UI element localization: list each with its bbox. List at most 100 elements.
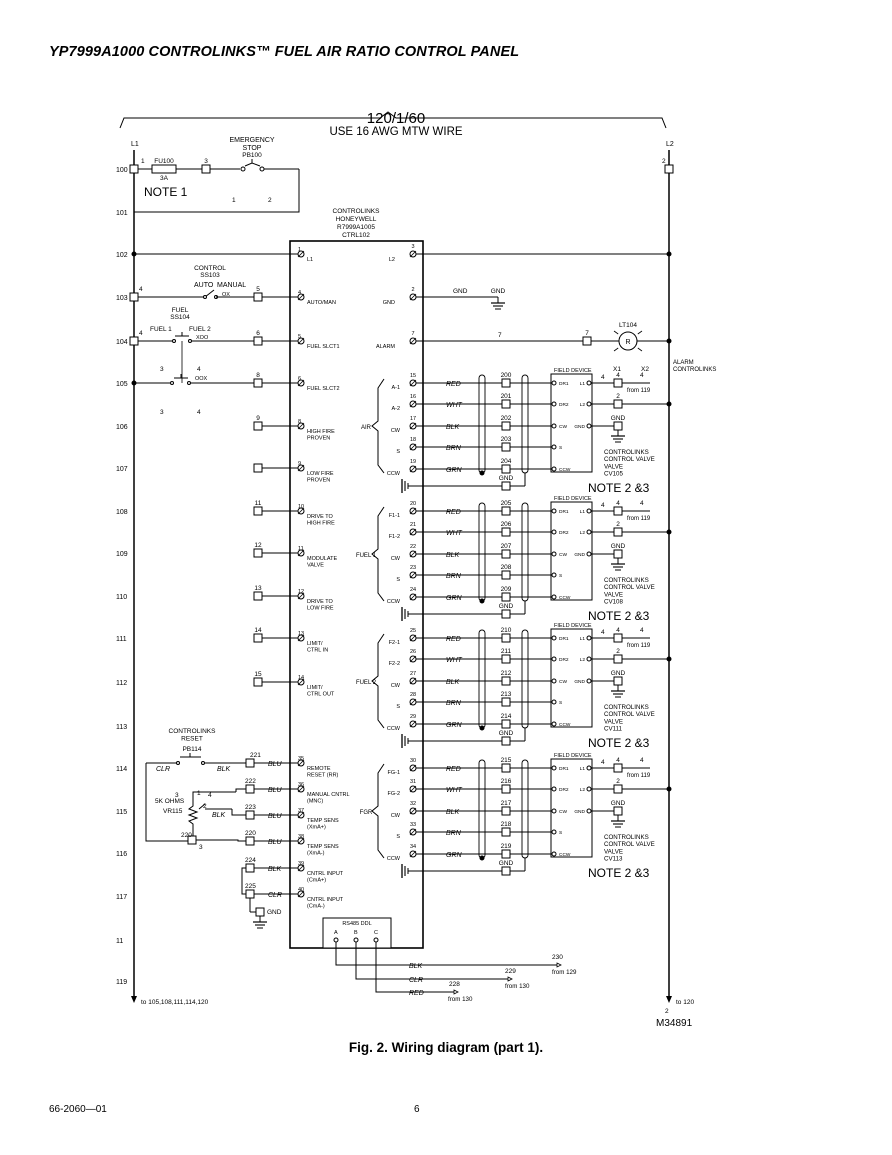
- valve-description: CONTROLINKS: [604, 577, 649, 584]
- term-221: 221: [250, 752, 261, 759]
- controller-term-num: 19: [410, 459, 416, 465]
- pb-contact: [176, 761, 180, 765]
- valve-terminal: [613, 378, 623, 388]
- controller-term-label: F2-2: [389, 661, 400, 667]
- figure-caption: Fig. 2. Wiring diagram (part 1).: [348, 1040, 544, 1055]
- field-pin: [551, 594, 557, 600]
- supply-voltage: 120/1/60: [367, 110, 425, 127]
- misc-terminal: [253, 633, 263, 643]
- terminal-slash: [297, 250, 305, 258]
- wire-num-7: 7: [498, 332, 502, 339]
- note-label: NOTE 2 &3: [588, 866, 650, 880]
- controller-brand: HONEYWELL: [336, 216, 377, 223]
- wire-terminal: [501, 849, 511, 859]
- controller-term-num: 34: [410, 844, 416, 850]
- lamp-ray: [613, 347, 619, 352]
- cable-shield: [478, 502, 486, 602]
- controller-term-num: 22: [410, 544, 416, 550]
- reset-name: RESET: [181, 736, 203, 743]
- group-brace: [371, 378, 385, 474]
- valve-gnd-terminal: [613, 549, 623, 559]
- valve-description: CONTROL VALVE: [604, 456, 655, 463]
- terminal-slash: [297, 890, 305, 898]
- term-3: 3: [160, 366, 164, 373]
- controller-term-num: 16: [410, 394, 416, 400]
- wire-color: GRN: [446, 467, 463, 474]
- rs485-b: B: [354, 930, 358, 936]
- junction-l2: [666, 529, 672, 535]
- wire-terminal: [501, 654, 511, 664]
- wire-terminal: [501, 570, 511, 580]
- controller-term-label: GND: [383, 300, 395, 306]
- wire-num: 207: [501, 543, 512, 550]
- junction-l2: [666, 401, 672, 407]
- term-3b: 3: [160, 409, 164, 416]
- controller-term-label: CCW: [387, 856, 401, 862]
- controller-term-num: 30: [410, 758, 416, 764]
- cable-shield: [521, 629, 529, 729]
- term-4: 4: [601, 502, 605, 509]
- controller-term-label: F2-1: [389, 640, 400, 646]
- wire-terminal: [501, 784, 511, 794]
- page-number: 6: [414, 1104, 420, 1115]
- pb-contact: [201, 761, 205, 765]
- estop-label: EMERGENCY: [229, 137, 274, 144]
- wire: [196, 839, 246, 842]
- wire-color: RED: [446, 636, 461, 643]
- field-pin-label: L2: [580, 787, 586, 793]
- cable-shield: [521, 374, 529, 474]
- valve-description: VALVE: [604, 463, 623, 470]
- valve-terminal: [613, 763, 623, 773]
- wire-num: 213: [501, 691, 512, 698]
- controller-term-num: 26: [410, 649, 416, 655]
- wire-terminal: [501, 676, 511, 686]
- field-device-label: FIELD DEVICE: [554, 496, 592, 502]
- controller-term-num: 28: [410, 692, 416, 698]
- wire-num: 217: [501, 800, 512, 807]
- supply-wire-spec: USE 16 AWG MTW WIRE: [329, 126, 462, 138]
- wire-terminal: [501, 592, 511, 602]
- controller-term-label: FG-1: [387, 770, 400, 776]
- junction-l2-102: [666, 251, 672, 257]
- controller-term-label: L1: [307, 257, 313, 263]
- wire-num: 205: [501, 500, 512, 507]
- drawing-number: M34891: [656, 1018, 693, 1029]
- controller-term-label: (XmA-): [307, 851, 325, 857]
- x1-label: X1: [613, 366, 621, 373]
- terminal-221: [245, 758, 255, 768]
- rung-number-119: 119: [116, 979, 127, 986]
- wire-terminal: [501, 464, 511, 474]
- wire-color: GRN: [446, 722, 463, 729]
- controller-term-num: 27: [410, 671, 416, 677]
- term-4: 4: [601, 374, 605, 381]
- rung-number-107: 107: [116, 466, 128, 473]
- gnd-label: GND: [611, 670, 626, 677]
- term-4: 4: [640, 627, 644, 634]
- gnd-terminal: [501, 609, 511, 619]
- field-pin: [551, 529, 557, 535]
- rs485-box: [322, 917, 392, 949]
- field-pin-label: DR1: [559, 766, 569, 772]
- controller-term-label: FG-2: [387, 791, 400, 797]
- controller-term-label: FUEL SLCT2: [307, 386, 340, 392]
- field-pin: [551, 401, 557, 407]
- from-label: from 129: [552, 969, 577, 976]
- wire-terminal: [501, 763, 511, 773]
- controller-term-num: 7: [411, 331, 414, 337]
- fuse-rating: 3A: [160, 175, 169, 182]
- controller-term-num: 37: [298, 808, 304, 814]
- controller-term-num: 5: [298, 334, 301, 340]
- terminal-slash: [409, 400, 417, 408]
- term-4b: 4: [197, 409, 201, 416]
- group-name: FUEL 1: [356, 553, 377, 559]
- switch-contact: [203, 295, 207, 299]
- pot-ohms: 5K OHMS: [155, 798, 185, 805]
- connector-arrow: [453, 989, 459, 995]
- x2-label: X2: [641, 366, 649, 373]
- junction-alarm: [666, 338, 672, 344]
- field-device-box: [550, 501, 593, 601]
- rs485-pin: [353, 937, 359, 943]
- rung-number-100: 100: [116, 167, 128, 174]
- controller-term-num: 33: [410, 822, 416, 828]
- controller-term-num: 40: [298, 887, 304, 893]
